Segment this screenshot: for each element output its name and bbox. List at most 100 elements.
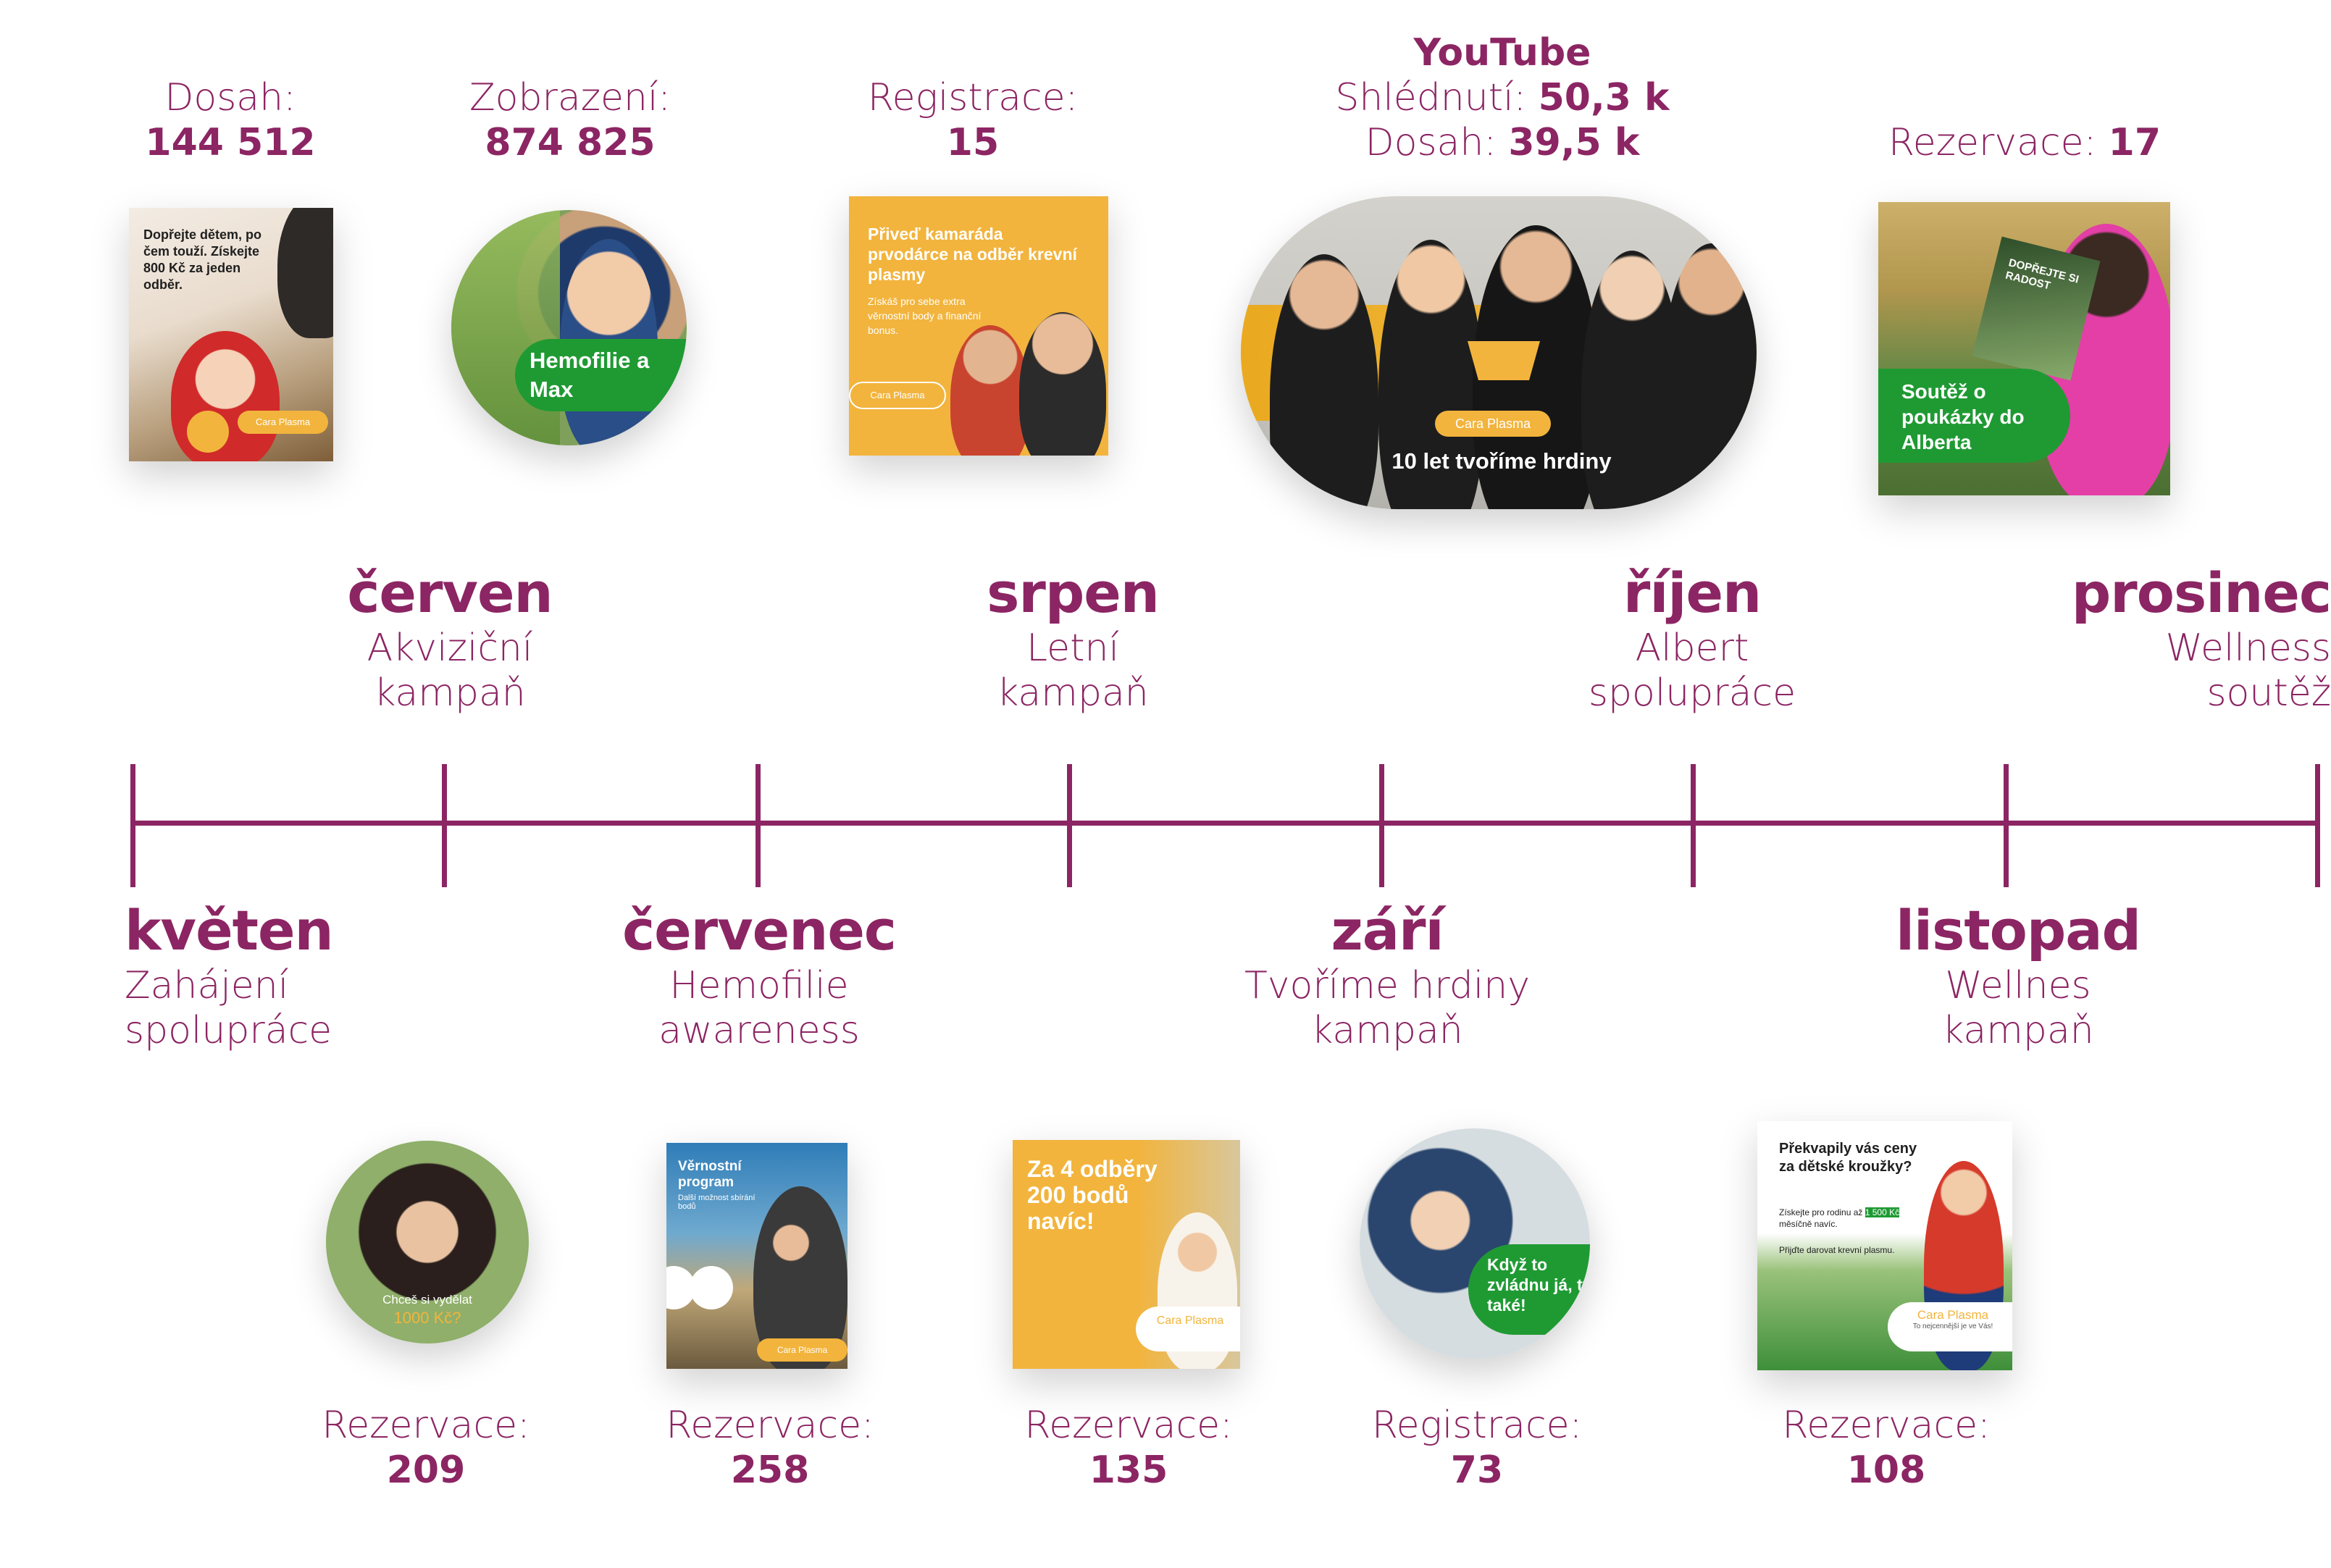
month-name: červenec bbox=[622, 898, 897, 963]
month-name: srpen bbox=[987, 561, 1160, 625]
brand-chip: Cara Plasma bbox=[1435, 411, 1551, 437]
man-figure-right bbox=[1019, 312, 1106, 456]
metric-rezervace-top: Rezervace: 17 bbox=[1888, 121, 2161, 164]
campaign-line2: kampaň bbox=[1942, 1009, 2094, 1052]
youtube-reach: Dosah: 39,5 k bbox=[1365, 121, 1640, 164]
month-name: listopad bbox=[1896, 898, 2141, 963]
metric-zobrazeni: Zobrazení: 874 825 bbox=[469, 75, 671, 165]
thumb-headline: Za 4 odběry 200 bodů navíc! bbox=[1027, 1156, 1158, 1234]
brand-chip: Cara Plasma bbox=[757, 1338, 848, 1362]
gift-card-text: DOPŘEJTE SI RADOST bbox=[2004, 256, 2080, 293]
metric-bottom-1: Rezervace: 209 bbox=[322, 1403, 530, 1493]
brand-chip: Cara Plasma bbox=[238, 411, 328, 434]
hero-5 bbox=[1661, 243, 1757, 509]
youtube-views: Shlédnutí: 50,3 k bbox=[1335, 76, 1670, 120]
metric-bottom-2: Rezervace: 258 bbox=[666, 1403, 874, 1493]
timeline-tick bbox=[442, 764, 447, 887]
thumb-soutez-albert: DOPŘEJTE SI RADOST Soutěž o poukázky do … bbox=[1878, 202, 2170, 495]
metric-bottom-5: Rezervace: 108 bbox=[1782, 1403, 1990, 1493]
metric-bottom-4: Registrace: 73 bbox=[1372, 1403, 1582, 1493]
metric-value: 135 bbox=[1089, 1448, 1168, 1492]
thumb-sub: Získejte pro rodinu až 1 500 Kč měsíčně … bbox=[1779, 1207, 1900, 1229]
metric-dosah: Dosah: 144 512 bbox=[145, 75, 315, 165]
hero-1 bbox=[1270, 254, 1378, 509]
brand-chip: Cara Plasma To nejcennější je ve Vás! bbox=[1888, 1302, 2012, 1351]
timeline-tick bbox=[2315, 764, 2320, 887]
thumb-kveten-ad: Dopřejte dětem, po čem touží. Získejte 8… bbox=[129, 208, 333, 461]
man-figure-left bbox=[950, 325, 1030, 456]
campaign-line2: kampaň bbox=[997, 671, 1149, 715]
campaign-line2: awareness bbox=[658, 1009, 860, 1052]
metric-value: 874 825 bbox=[485, 121, 656, 164]
orange-circle bbox=[187, 411, 229, 453]
tag-hemofilie-max: Hemofilie a Max bbox=[515, 339, 687, 411]
thumb-hemofilie-max: Hemofilie a Max bbox=[451, 210, 687, 445]
timeline-tick bbox=[2004, 764, 2009, 887]
month-zari: září Tvoříme hrdiny kampaň bbox=[1244, 898, 1530, 1053]
thumb-caption: Chceš si vydělat bbox=[382, 1293, 472, 1307]
campaign-line1: Wellnes bbox=[1945, 964, 2091, 1007]
month-kveten: květen Zahájení spolupráce bbox=[125, 898, 334, 1053]
campaign-line2: kampaň bbox=[374, 671, 526, 715]
thumb-za-4-odbery: Za 4 odběry 200 bodů navíc! Cara Plasma bbox=[1013, 1140, 1240, 1369]
month-cervenec: červenec Hemofilie awareness bbox=[622, 898, 897, 1053]
metric-bottom-3: Rezervace: 135 bbox=[1024, 1403, 1232, 1493]
brand-slogan: To nejcennější je ve Vás! bbox=[1912, 1322, 1993, 1330]
thumb-sub: Další možnost sbírání bodů bbox=[678, 1194, 756, 1211]
campaign-line1: Zahájení bbox=[125, 964, 289, 1007]
tag-kdyz-to-zvladnu: Když to zvládnu já, ty také! bbox=[1468, 1244, 1590, 1335]
cp-logo bbox=[1468, 341, 1540, 380]
thumb-chces-si-vydelat: Chceš si vydělat 1000 Kč? bbox=[326, 1141, 529, 1343]
metric-registrace: Registrace: 15 bbox=[868, 75, 1078, 165]
month-rijen: říjen Albert spolupráce bbox=[1589, 561, 1796, 716]
metric-value: 209 bbox=[386, 1448, 466, 1492]
timeline-tick bbox=[130, 764, 135, 887]
thumb-privedte-kamarada: Přiveď kamaráda prvodárce na odběr krevn… bbox=[849, 196, 1108, 456]
month-prosinec: prosinec Wellness soutěž bbox=[2072, 561, 2331, 716]
metric-value: 258 bbox=[730, 1448, 810, 1492]
metric-value: 144 512 bbox=[145, 121, 316, 164]
thumb-caption: 10 let tvoříme hrdiny bbox=[1392, 448, 1612, 474]
campaign-line1: Tvoříme hrdiny bbox=[1244, 964, 1530, 1007]
adult-figure bbox=[277, 208, 333, 338]
thumb-headline: Překvapily vás ceny za dětské kroužky? bbox=[1779, 1141, 1917, 1175]
brand-chip: Cara Plasma bbox=[1136, 1307, 1240, 1351]
metric-label: Rezervace: bbox=[322, 1404, 530, 1447]
youtube-title: YouTube bbox=[1413, 31, 1591, 75]
metric-youtube: YouTube Shlédnutí: 50,3 k Dosah: 39,5 k bbox=[1335, 30, 1669, 165]
tag-soutez: Soutěž o poukázky do Alberta bbox=[1878, 369, 2070, 463]
thumb-tvorime-hrdiny: Cara Plasma 10 let tvoříme hrdiny bbox=[1241, 196, 1757, 509]
campaign-line2: soutěž bbox=[2206, 671, 2331, 715]
campaign-line1: Letní bbox=[1026, 626, 1119, 670]
timeline-tick bbox=[1691, 764, 1696, 887]
month-name: září bbox=[1331, 898, 1444, 963]
timeline-axis bbox=[133, 821, 2320, 826]
metric-label: Zobrazení: bbox=[469, 76, 671, 120]
campaign-line2: spolupráce bbox=[125, 1009, 332, 1052]
month-cerven: červen Akviziční kampaň bbox=[347, 561, 553, 716]
thumb-sub3: Přijďte darovat krevní plasmu. bbox=[1779, 1245, 1895, 1255]
campaign-line1: Albert bbox=[1635, 626, 1749, 670]
metric-label: Rezervace: bbox=[666, 1404, 874, 1447]
white-circle-2 bbox=[690, 1266, 733, 1309]
campaign-line1: Wellness bbox=[2165, 626, 2331, 670]
thumb-prekvapily-ceny: Překvapily vás ceny za dětské kroužky? Z… bbox=[1757, 1121, 2012, 1370]
timeline-tick bbox=[1067, 764, 1072, 887]
highlight-amount: 1 500 Kč bbox=[1865, 1207, 1900, 1217]
thumb-ad-text: Dopřejte dětem, po čem touží. Získejte 8… bbox=[143, 227, 262, 292]
timeline-tick bbox=[756, 764, 761, 887]
thumb-vernostni-program: Věrnostní program Další možnost sbírání … bbox=[666, 1143, 848, 1369]
thumb-headline: Věrnostní program bbox=[678, 1159, 742, 1190]
thumb-kdyz-to-zvladnu: Když to zvládnu já, ty také! bbox=[1360, 1128, 1590, 1359]
metric-value: 73 bbox=[1450, 1448, 1504, 1492]
metric-label: Registrace: bbox=[867, 76, 1079, 120]
brand-chip: Cara Plasma bbox=[849, 382, 946, 409]
timeline-tick bbox=[1379, 764, 1384, 887]
thumb-headline: Přiveď kamaráda prvodárce na odběr krevn… bbox=[868, 225, 1077, 284]
campaign-line2: kampaň bbox=[1311, 1009, 1463, 1052]
metric-label: Rezervace: bbox=[1782, 1404, 1991, 1447]
month-name: květen bbox=[125, 898, 334, 963]
metric-label: Dosah: bbox=[164, 76, 296, 120]
metric-value: 15 bbox=[946, 121, 1000, 164]
campaign-line1: Hemofilie bbox=[669, 964, 849, 1007]
